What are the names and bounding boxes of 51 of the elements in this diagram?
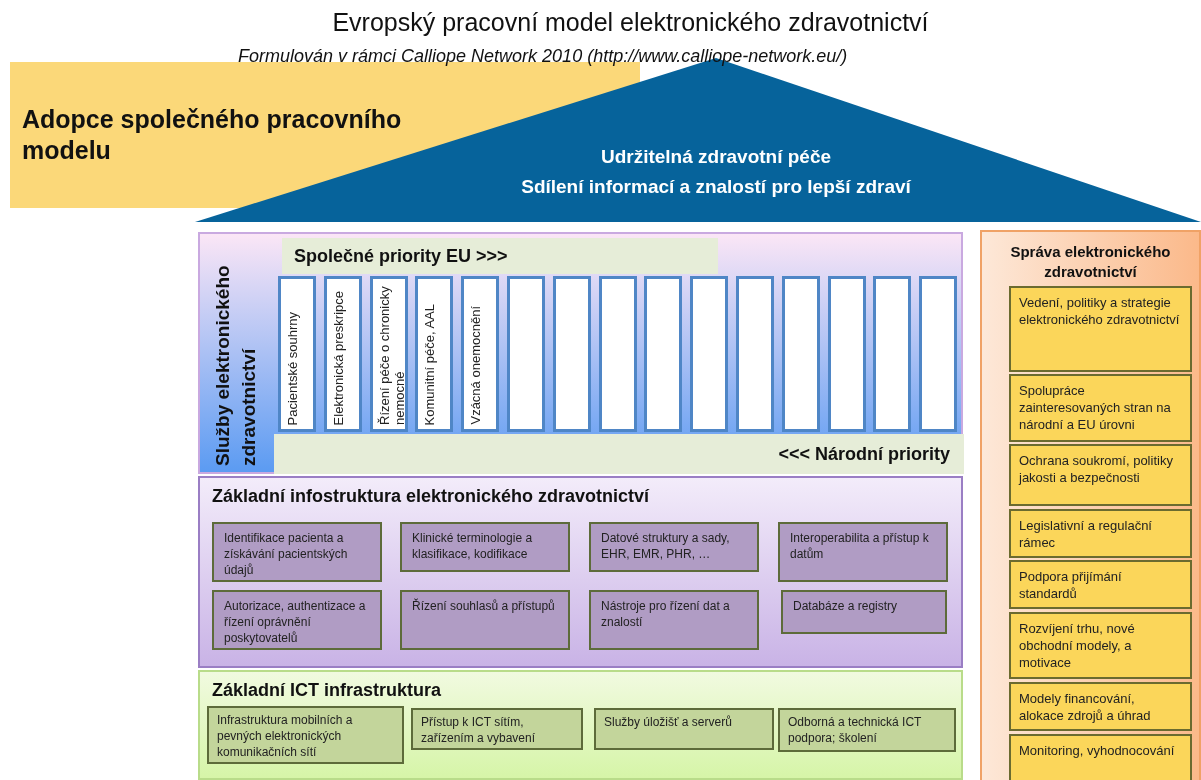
item-box: Nástroje pro řízení dat a znalostí [589,590,759,650]
layer-panel [198,476,963,668]
item-box: Databáze a registry [781,590,947,634]
item-box: Modely financování, alokace zdrojů a úhrad [1009,682,1192,731]
pillar [323,276,362,432]
panel-title: Základní ICT infrastruktura [212,680,442,701]
pillar [507,276,545,432]
item-box: Legislativní a regulační rámec [1009,509,1192,558]
item-box: Klinické terminologie a klasifikace, kodifikace [400,522,570,572]
pillar-label: Řízení péče o chronicky nemocné [376,285,407,425]
item-box: Rozvíjení trhu, nové obchodní modely, a motivace [1009,612,1192,679]
pillar-label: Pacientské souhrny [285,311,300,425]
pillar [278,276,316,432]
item-box: Ochrana soukromí, politiky jakosti a bezpečnosti [1009,444,1192,506]
item-box: Spolupráce zainteresovaných stran na národní a EU úrovni [1009,374,1192,442]
pillar [552,276,591,432]
item-box: Infrastruktura mobilních a pevných elektronických komunikačních sítí [207,706,404,764]
pillar-label: Komunitní péče, AAL [422,303,438,425]
item-box: Identifikace pacienta a získávání pacientských údajů [212,522,382,582]
pillar [827,276,866,432]
pillar [598,276,637,432]
diagram-title: Evropský pracovní model elektronického zdravotnictví [331,8,930,37]
pillar-label: Elektronická preskripce [330,290,346,425]
item-box: Řízení souhlasů a přístupů [400,590,570,650]
pillar [369,276,408,432]
item-box: Přístup k ICT sítím, zařízením a vybavení [411,708,583,750]
item-box: Autorizace, authentizace a řízení oprávnění poskytovatelů [212,590,382,650]
item-box: Služby úložišť a serverů [594,708,774,750]
pillar [736,276,774,432]
pillar [690,276,729,432]
pillar [781,276,820,432]
item-box: Datové struktury a sady, EHR, EMR, PHR, … [589,522,759,572]
pillar-label: Vzácná onemocnění [468,306,484,425]
layer-panel [198,670,963,780]
pillar [461,276,500,432]
item-box: Monitoring, vyhodnocování [1009,734,1192,780]
panel-title: Služby elektronického zdravotnictví [211,264,260,466]
pillar [873,276,912,432]
item-box: Odborná a technická ICT podpora; školení [778,708,956,752]
services-panel [198,232,963,474]
pillar [919,276,958,432]
priority-band: <<< Národní priority [274,434,964,474]
panel-title: Základní infostruktura elektronického zdravotnictví [212,486,650,507]
item-box: Podpora přijímání standardů [1009,560,1192,609]
priority-band: Společné priority EU >>> [282,238,718,274]
governance-panel [980,230,1201,780]
pillar [415,276,454,432]
item-box: Interoperabilita a přístup k datům [778,522,948,582]
item-box: Vedení, politiky a strategie elektronického zdravotnictví [1009,286,1192,372]
panel-title: Správa elektronického zdravotnictví [1009,242,1172,282]
pillar [644,276,683,432]
